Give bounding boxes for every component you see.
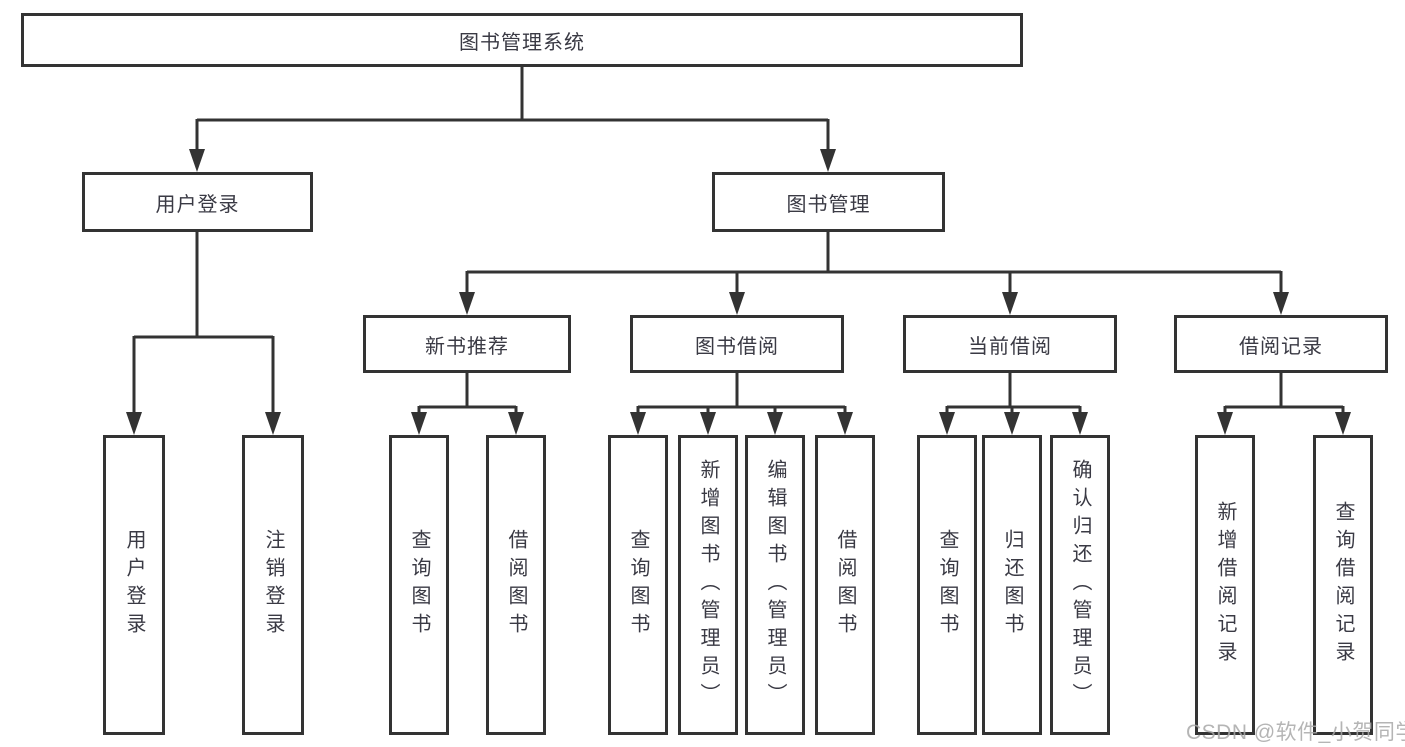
leaf-query-borrow-record: 查询借阅记录	[1313, 435, 1373, 735]
leaf-query-books-1-label: 查询图书	[408, 529, 430, 641]
leaf-add-borrow-record-label: 新增借阅记录	[1214, 501, 1236, 669]
leaf-query-books-3: 查询图书	[917, 435, 977, 735]
leaf-add-books-admin-label: 新增图书（管理员）	[697, 459, 719, 711]
node-new-book-recommendation: 新书推荐	[363, 315, 571, 373]
leaf-query-books-2-label: 查询图书	[627, 529, 649, 641]
leaf-edit-books-admin: 编辑图书（管理员）	[745, 435, 805, 735]
node-book-management-branch: 图书管理	[712, 172, 945, 232]
leaf-query-books-3-label: 查询图书	[936, 529, 958, 641]
leaf-return-books-label: 归还图书	[1001, 529, 1023, 641]
node-current-borrowing: 当前借阅	[903, 315, 1117, 373]
csdn-watermark: CSDN @软件_小贺同学	[1186, 721, 1405, 744]
node-borrowing-records: 借阅记录	[1174, 315, 1388, 373]
leaf-add-borrow-record: 新增借阅记录	[1195, 435, 1255, 735]
leaf-edit-books-admin-label: 编辑图书（管理员）	[764, 459, 786, 711]
leaf-query-borrow-record-label: 查询借阅记录	[1332, 501, 1354, 669]
leaf-confirm-return-admin-label: 确认归还（管理员）	[1069, 459, 1091, 711]
leaf-add-books-admin: 新增图书（管理员）	[678, 435, 738, 735]
leaf-borrow-books-2: 借阅图书	[815, 435, 875, 735]
node-user-login-branch: 用户登录	[82, 172, 313, 232]
node-book-borrowing: 图书借阅	[630, 315, 844, 373]
leaf-query-books-2: 查询图书	[608, 435, 668, 735]
leaf-user-login: 用户登录	[103, 435, 165, 735]
leaf-borrow-books-1-label: 借阅图书	[505, 529, 527, 641]
leaf-return-books: 归还图书	[982, 435, 1042, 735]
node-root-book-management-system: 图书管理系统	[21, 13, 1023, 67]
leaf-borrow-books-2-label: 借阅图书	[834, 529, 856, 641]
leaf-user-login-label: 用户登录	[123, 529, 145, 641]
leaf-borrow-books-1: 借阅图书	[486, 435, 546, 735]
leaf-logout-label: 注销登录	[262, 529, 284, 641]
leaf-logout: 注销登录	[242, 435, 304, 735]
leaf-query-books-1: 查询图书	[389, 435, 449, 735]
leaf-confirm-return-admin: 确认归还（管理员）	[1050, 435, 1110, 735]
arrowheads	[126, 149, 1351, 435]
